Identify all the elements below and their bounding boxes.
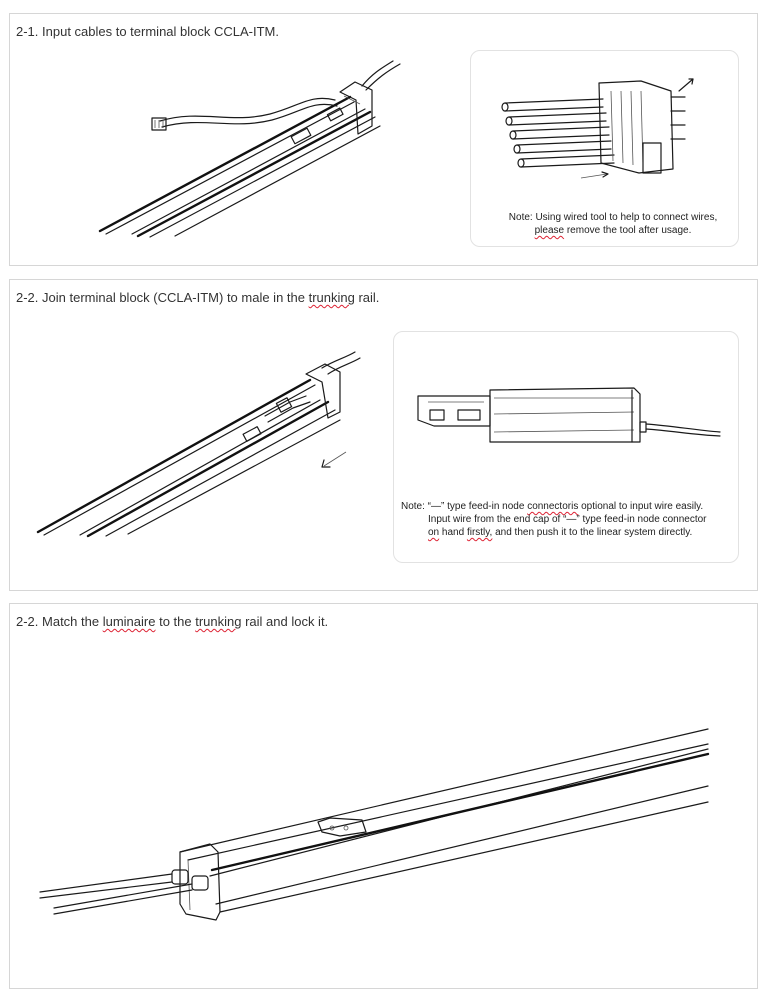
note-row-2: Input wire from the end cap of “—” type … — [401, 513, 737, 526]
section-2-panel: 2-2. Join terminal block (CCLA-ITM) to m… — [9, 279, 758, 591]
note-text: hand — [439, 527, 467, 538]
note-text: Note: “—” type feed-in node — [401, 501, 528, 512]
note-squiggle-word: connectoris — [527, 501, 579, 512]
section-2-inset: Note: “—” type feed-in node connectoris … — [393, 331, 739, 563]
section-3-title: 2-2. Match the luminaire to the trunking… — [16, 614, 328, 629]
section-2-note: Note: “—” type feed-in node connectoris … — [401, 500, 737, 539]
wire-bundle — [501, 98, 615, 168]
title-part: rail and lock it. — [241, 614, 329, 629]
feed-in-node-connector — [417, 387, 721, 443]
section-2-title: 2-2. Join terminal block (CCLA-ITM) to m… — [16, 290, 379, 305]
note-text: and then push it to the linear system di… — [492, 527, 693, 538]
note-line-1: Note: Using wired tool to help to connec… — [508, 212, 718, 223]
rail-join-illustration — [36, 351, 361, 538]
title-part: rail. — [354, 290, 380, 305]
luminaire-body — [179, 728, 710, 921]
note-text: Input wire from the end cap of “—” type … — [428, 514, 707, 525]
section-3-panel: 2-2. Match the luminaire to the trunking… — [9, 603, 758, 989]
luminaire-rail-illustration — [39, 728, 710, 921]
direction-arrow — [580, 171, 609, 179]
section-1-inset: Note: Using wired tool to help to connec… — [470, 50, 739, 247]
section-1-note: Note: Using wired tool to help to connec… — [493, 211, 733, 237]
title-part: 2-2. Match the — [16, 614, 103, 629]
note-squiggle-word: firstly, — [466, 527, 493, 538]
section-1-title: 2-1. Input cables to terminal block CCLA… — [16, 24, 279, 39]
note-line-2: remove the tool after usage. — [564, 225, 692, 236]
cable-glands — [39, 869, 209, 915]
note-row-3: on hand firstly, and then push it to the… — [401, 526, 737, 539]
note-squiggle-word: please — [534, 225, 565, 236]
trunking-rail-drawing-2 — [36, 351, 361, 538]
title-part: to the — [155, 614, 196, 629]
feed-in-node-illustration — [417, 387, 721, 443]
note-row-1: Note: “—” type feed-in node connectoris … — [401, 500, 737, 513]
title-squiggle-word: trunking — [195, 614, 242, 629]
note-squiggle-word: on — [428, 527, 440, 538]
note-text: optional to input wire easily. — [578, 501, 704, 512]
connector-body — [598, 78, 694, 174]
connector-wiring-illustration — [501, 78, 694, 179]
title-squiggle-word: luminaire — [102, 614, 156, 629]
trunking-rail-drawing — [98, 60, 401, 238]
terminal-block-illustration — [98, 60, 401, 238]
section-1-panel: 2-1. Input cables to terminal block CCLA… — [9, 13, 758, 266]
title-part: 2-2. Join terminal block (CCLA-ITM) to m… — [16, 290, 309, 305]
title-squiggle-word: trunking — [308, 290, 355, 305]
